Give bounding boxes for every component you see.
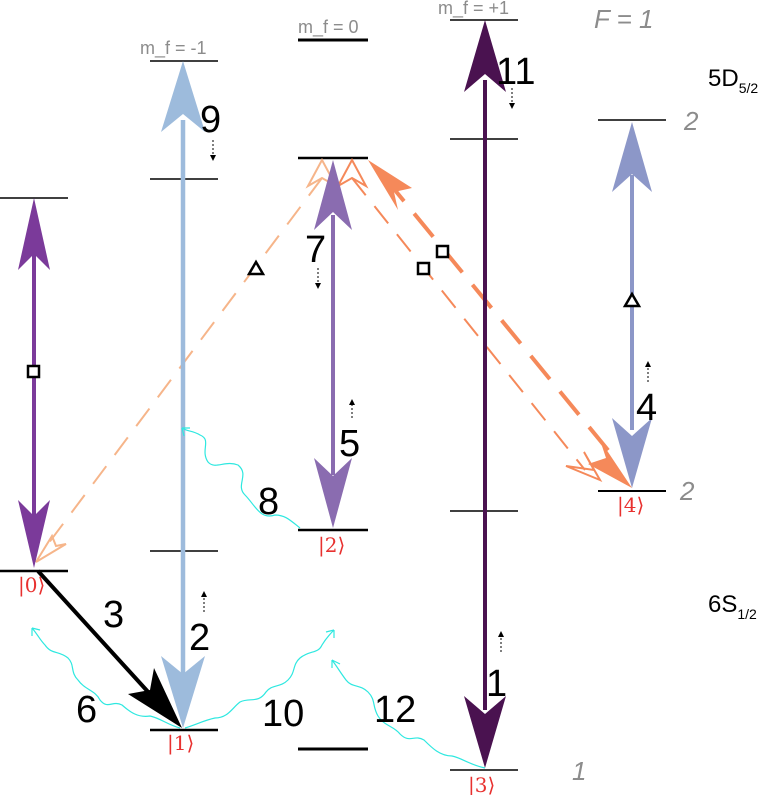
mf-label-0: m_f = 0 bbox=[298, 17, 359, 38]
transition-label-10: 10 bbox=[262, 693, 304, 735]
wave-12 bbox=[331, 659, 486, 769]
triangle-marker-col4 bbox=[622, 291, 642, 308]
transition-label-6: 6 bbox=[76, 689, 97, 731]
mf-labels: m_f = -1 m_f = 0 m_f = +1 F = 1 bbox=[140, 0, 654, 59]
decay-2-to-4-thick bbox=[383, 176, 614, 457]
mini-arrows bbox=[201, 88, 651, 652]
triangle-marker-left bbox=[246, 259, 266, 276]
transition-label-12: 12 bbox=[374, 689, 416, 731]
transition-label-1: 1 bbox=[486, 663, 507, 705]
decay-2-to-4-thin bbox=[351, 177, 586, 471]
transition-label-11: 11 bbox=[496, 51, 535, 93]
arrowhead-outline-bottom-left bbox=[35, 533, 67, 563]
transition-labels: 1 2 3 4 5 6 7 8 9 10 11 12 bbox=[76, 51, 657, 735]
square-marker-col0 bbox=[26, 364, 41, 379]
mf-label-minus1: m_f = -1 bbox=[140, 38, 207, 59]
mf-label-plus1: m_f = +1 bbox=[438, 0, 509, 19]
state-label-4: |4⟩ bbox=[617, 493, 644, 518]
transition-label-8: 8 bbox=[258, 481, 279, 523]
term-label-6S: 6S1/2 bbox=[708, 591, 757, 622]
transition-label-3: 3 bbox=[103, 594, 124, 636]
state-label-0: |0⟩ bbox=[18, 573, 45, 598]
spontaneous-emission bbox=[31, 427, 486, 769]
state-label-2: |2⟩ bbox=[318, 533, 345, 558]
arrow-col0-purple bbox=[18, 198, 50, 568]
arrow-col3-darkpurple bbox=[464, 20, 506, 768]
F-label-lower-1: 1 bbox=[572, 756, 586, 786]
arrowhead-outline-bottom-right bbox=[565, 451, 603, 483]
transition-label-4: 4 bbox=[636, 387, 657, 429]
arrow-black-diagonal bbox=[36, 569, 182, 728]
square-marker-a bbox=[416, 261, 431, 276]
state-labels: |0⟩ |1⟩ |2⟩ |3⟩ |4⟩ bbox=[18, 493, 644, 795]
markers bbox=[26, 244, 642, 379]
transition-label-9: 9 bbox=[200, 99, 221, 141]
f-number-labels: 2 2 1 bbox=[572, 106, 699, 786]
arrow-col2-lavender bbox=[314, 160, 352, 528]
arrowhead-filled-top bbox=[368, 160, 412, 210]
transition-label-7: 7 bbox=[305, 229, 326, 271]
F-label-lower-2: 2 bbox=[679, 476, 695, 506]
arrowhead-outline-top-right bbox=[335, 157, 369, 189]
arrow-col1-lightblue bbox=[161, 61, 205, 728]
state-label-3: |3⟩ bbox=[468, 773, 495, 795]
square-marker-b bbox=[435, 244, 450, 259]
transition-label-2: 2 bbox=[189, 617, 210, 659]
wave-6 bbox=[31, 627, 181, 729]
term-label-5D: 5D5/2 bbox=[708, 65, 758, 96]
arrowhead-filled-bottom bbox=[588, 440, 632, 488]
F-label-top: F = 1 bbox=[594, 4, 654, 34]
transition-arrows bbox=[18, 20, 652, 768]
state-label-1: |1⟩ bbox=[167, 731, 194, 756]
wave-10 bbox=[184, 629, 335, 729]
F-label-upper-2: 2 bbox=[683, 106, 699, 136]
wave-8 bbox=[181, 427, 301, 529]
transition-label-5: 5 bbox=[339, 423, 360, 465]
term-labels: 5D5/2 6S1/2 bbox=[708, 65, 758, 622]
